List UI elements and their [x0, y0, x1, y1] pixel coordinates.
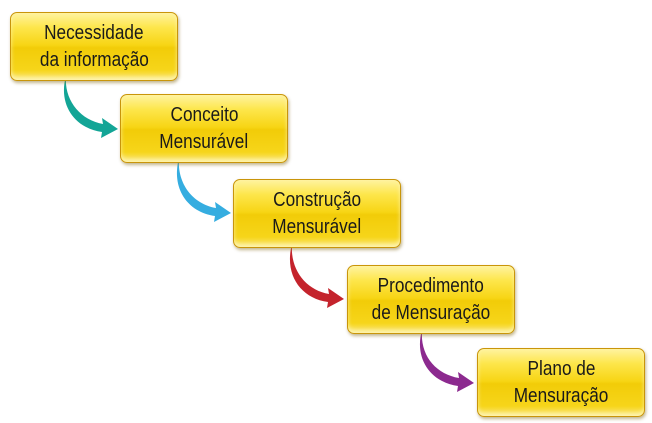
step-label: Plano de	[527, 357, 595, 380]
step-label: de Mensuração	[371, 301, 491, 324]
step-label: da informação	[39, 48, 149, 71]
step-label: Construção	[273, 188, 361, 211]
arrow-2	[176, 158, 231, 222]
step-label: Mensurável	[159, 130, 249, 153]
arrow-1	[63, 76, 118, 138]
arrow-3	[289, 244, 344, 308]
step-label: Mensuração	[513, 384, 609, 407]
step-box-construcao: Construção Mensurável	[233, 179, 401, 248]
step-label: Conceito	[170, 103, 238, 126]
step-label: Mensurável	[272, 215, 362, 238]
step-label: Necessidade	[44, 21, 144, 44]
step-box-plano: Plano de Mensuração	[477, 348, 645, 417]
step-box-procedimento: Procedimento de Mensuração	[347, 265, 515, 334]
step-box-necessidade: Necessidade da informação	[10, 12, 178, 81]
step-label: Procedimento	[377, 274, 485, 297]
step-box-conceito: Conceito Mensurável	[120, 94, 288, 163]
arrow-4	[419, 330, 474, 392]
